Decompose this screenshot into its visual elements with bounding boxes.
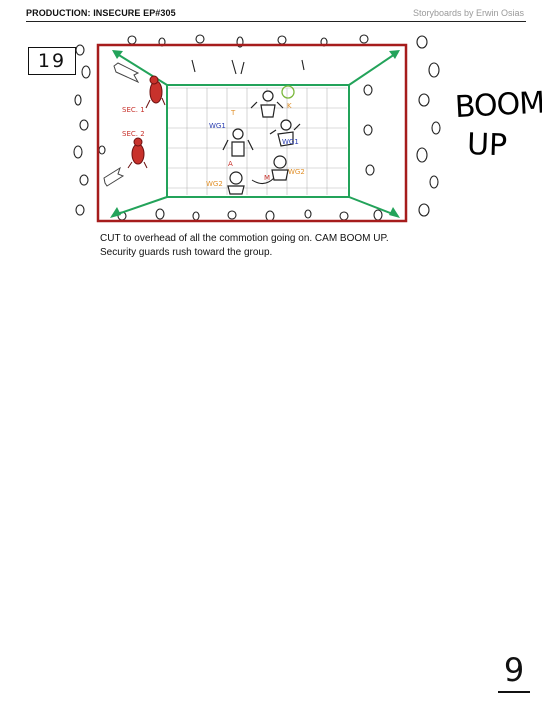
arrow-icon <box>103 166 125 187</box>
caption-line: Security guards rush toward the group. <box>100 247 273 258</box>
panel-caption: CUT to overhead of all the commotion goi… <box>100 232 430 260</box>
floor-grid <box>167 87 347 195</box>
label-sec1: SEC. 1 <box>122 106 145 114</box>
arrow-icon <box>389 50 400 59</box>
arrow-icon <box>389 207 400 218</box>
label-wg1-left: WG1 <box>209 122 226 130</box>
page-header: PRODUCTION: INSECURE EP#305 Storyboards … <box>26 8 526 22</box>
label-wg1-right: WG1 <box>282 138 299 146</box>
character-figure <box>222 128 254 157</box>
page-number-underline <box>498 691 530 693</box>
production-title: PRODUCTION: INSECURE EP#305 <box>26 8 176 18</box>
label-a: A <box>228 160 233 168</box>
label-m: M <box>264 174 270 182</box>
panel-number: 19 <box>28 47 76 75</box>
storyboard-credit: Storyboards by Erwin Osias <box>412 8 524 18</box>
caption-line: CUT to overhead of all the commotion goi… <box>100 233 389 244</box>
character-figure <box>269 119 301 147</box>
camera-frame <box>96 43 408 223</box>
page-number: 9 <box>503 651 525 689</box>
camera-note-line2: UP <box>466 127 508 164</box>
camera-note: BOOM UP <box>454 85 542 166</box>
arrow-icon <box>112 50 123 59</box>
arrow-icon <box>110 207 121 218</box>
label-t: T <box>230 109 236 117</box>
header-divider <box>26 21 526 22</box>
security-guard-figure <box>145 75 166 109</box>
storyboard-sketch: SEC. 1 SEC. 2 T K A M WG1 WG1 WG2 WG2 <box>73 34 441 223</box>
security-guard-figure <box>127 137 148 169</box>
crowd-sketch <box>73 34 441 222</box>
character-figure <box>271 155 289 181</box>
camera-boom-guide <box>111 51 399 217</box>
character-marker <box>281 85 295 99</box>
arrow-icon <box>113 62 140 84</box>
motion-arrow <box>251 177 275 184</box>
label-wg2-right: WG2 <box>288 168 305 176</box>
character-figure <box>250 90 284 118</box>
label-wg2-left: WG2 <box>206 180 223 188</box>
label-k: K <box>287 102 292 110</box>
character-figure <box>227 171 245 195</box>
label-sec2: SEC. 2 <box>122 130 145 138</box>
camera-note-line1: BOOM <box>454 85 542 126</box>
